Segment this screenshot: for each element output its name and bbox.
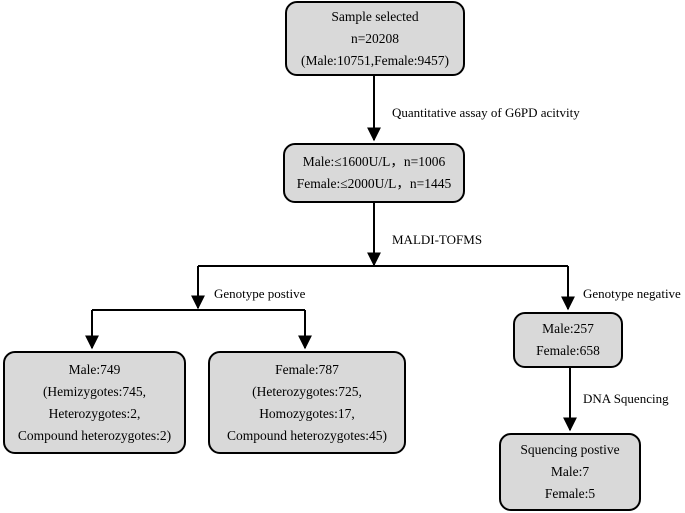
box-line: Compound heterozygotes:45) bbox=[226, 427, 388, 443]
box-line: Male:≤1600U/L，n=1006 bbox=[302, 154, 446, 169]
box-line: Homozygotes:17, bbox=[259, 405, 355, 421]
box-line: Squencing postive bbox=[520, 442, 620, 457]
male-positive-box: Male:749 (Hemizygotes:745, Heterozygotes… bbox=[3, 351, 186, 454]
box-line: Male:749 bbox=[68, 361, 121, 377]
box-line: Female:787 bbox=[275, 361, 339, 377]
box-line: (Hemizygotes:745, bbox=[42, 383, 147, 399]
box-line: Male:7 bbox=[550, 464, 590, 479]
box-line: n=20208 bbox=[350, 30, 400, 46]
box-line: Heterozygotes:2, bbox=[48, 405, 141, 421]
dna-sequencing-label: DNA Squencing bbox=[583, 391, 669, 406]
box-line: Female:658 bbox=[536, 343, 600, 358]
maldi-label: MALDI-TOFMS bbox=[392, 232, 483, 247]
genotype-negative-box: Male:257 Female:658 bbox=[513, 312, 623, 368]
box-line: Sample selected bbox=[331, 8, 419, 24]
box-line: (Heterozygotes:725, bbox=[252, 383, 362, 399]
sample-selected-box: Sample selected n=20208 (Male:10751,Fema… bbox=[285, 1, 465, 76]
assay-label: Quantitative assay of G6PD acitvity bbox=[392, 105, 580, 120]
genotype-negative-label: Genotype negative bbox=[583, 286, 681, 301]
box-line: Male:257 bbox=[542, 321, 594, 336]
box-line: Compound heterozygotes:2) bbox=[17, 427, 172, 443]
box-line: Female:5 bbox=[544, 486, 596, 501]
box-line: (Male:10751,Female:9457) bbox=[300, 52, 450, 68]
sequencing-positive-box: Squencing postive Male:7 Female:5 bbox=[499, 433, 641, 511]
female-positive-box: Female:787 (Heterozygotes:725, Homozygot… bbox=[208, 351, 406, 454]
genotype-positive-label: Genotype postive bbox=[214, 286, 306, 301]
threshold-box: Male:≤1600U/L，n=1006 Female:≤2000U/L，n=1… bbox=[283, 143, 465, 203]
box-line: Female:≤2000U/L，n=1445 bbox=[296, 176, 452, 191]
